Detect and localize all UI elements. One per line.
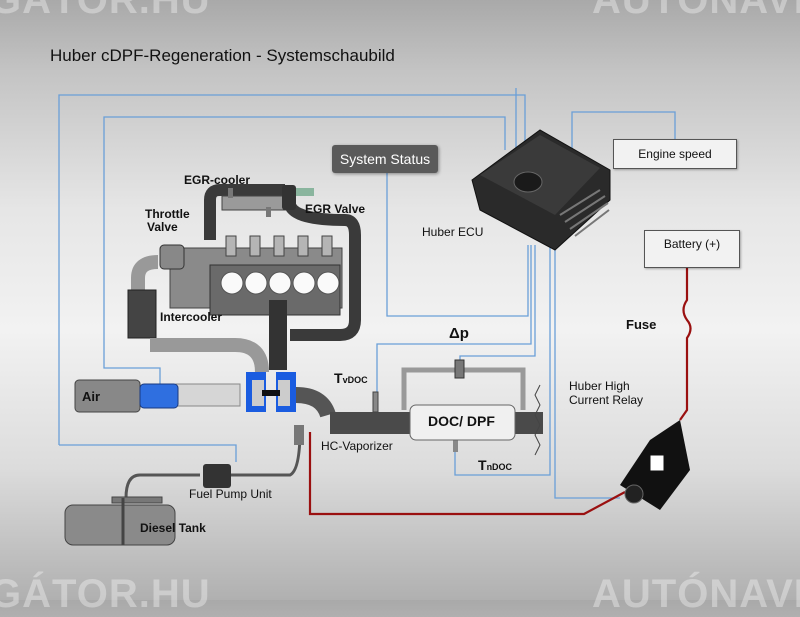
t-ndoc-main: T [478, 457, 487, 473]
battery-box: Battery (+) [644, 230, 740, 268]
throttle-label-line1: Throttle [145, 207, 190, 221]
t-vdoc-label: TvDOC [334, 370, 368, 386]
watermark-top-right: AUTÓNAVI [592, 0, 800, 22]
watermark-top-left: GÁTOR.HU [0, 0, 211, 22]
wire-delta-p [459, 245, 536, 365]
wire-battery-fuse-relay [679, 268, 692, 421]
wire-engine-speed [571, 111, 676, 150]
diagram-title: Huber cDPF-Regeneration - Systemschaubil… [50, 46, 395, 65]
wire-t-ndoc [454, 245, 551, 476]
throttle-label-line2: Valve [147, 220, 178, 234]
wire-relay-vaporizer [308, 432, 626, 516]
delta-p-label: Δp [449, 325, 469, 342]
diesel-tank-label: Diesel Tank [140, 521, 206, 535]
engine-block [169, 235, 343, 370]
signal-wires [58, 88, 676, 499]
doc-dpf-label: DOC/ DPF [428, 413, 495, 429]
air-label: Air [82, 389, 101, 404]
relay-label-line1: Huber High [569, 379, 630, 393]
wire-air-sensor [58, 94, 526, 445]
power-wires [308, 268, 692, 516]
huber-ecu-unit [471, 129, 611, 251]
turbocharger [246, 372, 296, 412]
throttle-valve [159, 244, 185, 270]
exhaust-line [295, 359, 543, 456]
wire-t-vdoc [376, 245, 532, 405]
fuel-pump [203, 464, 231, 488]
relay-label-line2: Current Relay [569, 393, 644, 407]
diesel-tank [64, 504, 176, 546]
wire-fuel-pump [59, 444, 237, 462]
t-vdoc-main: T [334, 370, 343, 386]
wire-mass-air-flow [103, 116, 506, 388]
mass-air-flow-sensor [139, 383, 179, 409]
t-ndoc-sub: nDOC [486, 462, 513, 472]
egr-valve-label: EGR Valve [305, 202, 366, 216]
system-status-button[interactable]: System Status [332, 145, 438, 173]
hc-vaporizer-label: HC-Vaporizer [321, 439, 393, 453]
t-vdoc-sub: vDOC [342, 375, 368, 385]
diagram-canvas [58, 88, 692, 546]
egr-system [204, 184, 361, 341]
fuel-system [111, 425, 304, 504]
engine-speed-box: Engine speed [613, 139, 737, 169]
intercooler-label: Intercooler [160, 310, 223, 324]
wire-relay-control [554, 245, 620, 499]
ecu-label: Huber ECU [422, 225, 484, 239]
egr-cooler-label: EGR-cooler [184, 173, 251, 187]
fuse-label: Fuse [626, 317, 657, 332]
t-ndoc-label: TnDOC [478, 457, 512, 473]
huber-high-current-relay [620, 420, 690, 510]
intercooler-core [127, 289, 157, 339]
wire-system-status [386, 172, 529, 317]
doc-dpf-unit [409, 404, 516, 441]
fuel-pump-label: Fuel Pump Unit [189, 487, 272, 501]
